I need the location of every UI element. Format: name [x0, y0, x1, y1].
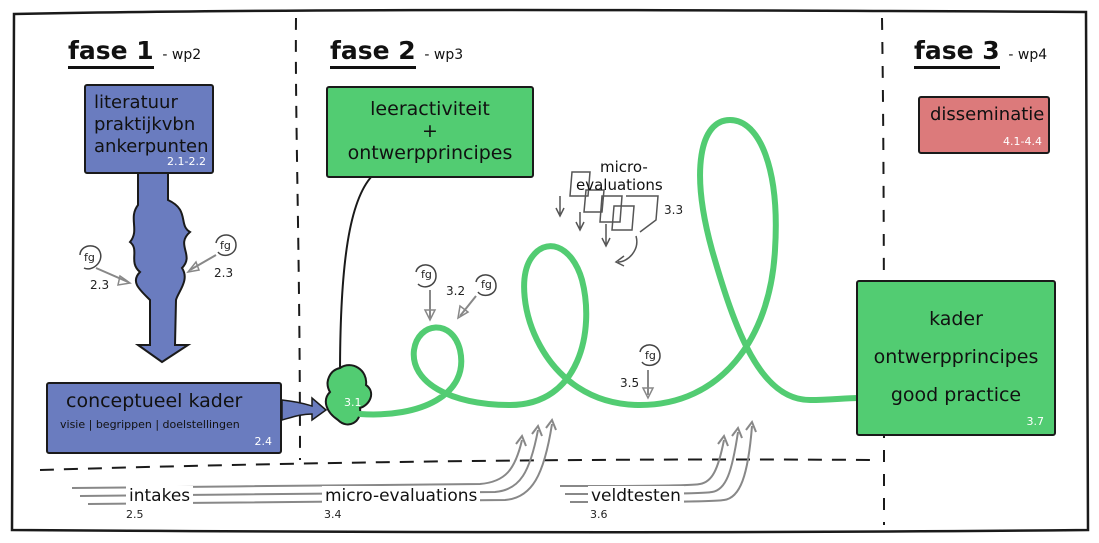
phase-3-heading: fase 3 - wp4	[914, 36, 1048, 69]
research-arrow	[128, 169, 192, 364]
framework-result-box: kader ontwerpprincipes good practice 3.7	[856, 280, 1056, 436]
literature-line-3: ankerpunten	[94, 136, 209, 157]
timeline-veldtesten-label: veldtesten	[588, 486, 684, 506]
conceptual-framework-subtitle: visie | begrippen | doelstellingen	[60, 418, 240, 431]
micro-evaluations-line-2: evaluations	[576, 176, 663, 194]
timeline-divider	[39, 458, 876, 471]
framework-result-line-2: ontwerpprincipes	[873, 346, 1039, 368]
focus-group-icon	[79, 245, 132, 286]
timeline-micro-evaluations-number: 3.4	[324, 508, 342, 521]
phase-divider-2	[881, 17, 885, 526]
micro-evaluations-cluster	[555, 171, 659, 267]
phase-divider-1	[294, 17, 301, 461]
dissemination-number: 4.1-4.4	[1003, 135, 1042, 148]
phase-2-title: fase 2	[330, 36, 416, 69]
learning-activity-box: leeractiviteit + ontwerpprincipes	[326, 86, 534, 178]
learning-activity-line-3: ontwerpprincipes	[347, 142, 513, 164]
timeline-veldtesten-number: 3.6	[590, 508, 608, 521]
framework-result-number: 3.7	[1026, 415, 1045, 428]
framework-result-line-1: kader	[929, 308, 983, 330]
learning-activity-line-1: leeractiviteit	[370, 98, 490, 120]
phase-2-heading: fase 2 - wp3	[330, 36, 464, 69]
micro-evaluations-cluster-number: 3.3	[664, 203, 684, 217]
micro-evaluations-line-1: micro-	[600, 158, 648, 176]
focus-group-icon	[415, 264, 437, 322]
connector-line	[339, 175, 373, 376]
blob-number: 3.1	[344, 396, 362, 409]
conceptual-framework-box: conceptueel kader visie | begrippen | do…	[46, 382, 282, 454]
focus-group-label: fg	[645, 349, 656, 362]
conceptual-framework-title: conceptueel kader	[66, 390, 243, 412]
dissemination-box: disseminatie 4.1-4.4	[918, 96, 1050, 154]
focus-group-number: 2.3	[214, 266, 234, 280]
start-blob	[324, 364, 373, 426]
focus-group-icon	[456, 274, 497, 320]
focus-group-number: 3.2	[446, 284, 466, 298]
focus-group-icon	[186, 234, 237, 274]
phase-1-wp: - wp2	[162, 47, 202, 63]
phase-1-heading: fase 1 - wp2	[68, 36, 202, 69]
phase-1-title: fase 1	[68, 36, 154, 69]
timeline-intakes-number: 2.5	[126, 508, 144, 521]
focus-group-label: fg	[84, 251, 95, 264]
phase-3-wp: - wp4	[1008, 47, 1048, 63]
dissemination-title: disseminatie	[930, 104, 1045, 125]
timeline-micro-evaluations-label: micro-evaluations	[322, 486, 481, 506]
focus-group-number: 2.3	[90, 278, 110, 292]
focus-group-label: fg	[220, 239, 231, 252]
micro-evaluations-cluster-label: micro- evaluations	[576, 158, 663, 194]
focus-group-icon	[639, 344, 661, 400]
literature-number: 2.1-2.2	[167, 155, 206, 168]
focus-group-label: fg	[421, 268, 432, 281]
literature-box: literatuur praktijkvbn ankerpunten 2.1-2…	[84, 84, 214, 174]
phase-2-wp: - wp3	[424, 47, 464, 63]
iteration-loops	[357, 116, 861, 418]
focus-group-label: fg	[481, 278, 492, 291]
focus-group-number: 3.5	[620, 376, 640, 390]
kader-to-blob-arrow	[281, 396, 328, 422]
outer-frame	[10, 8, 1090, 534]
literature-line-1: literatuur	[94, 92, 178, 113]
literature-line-2: praktijkvbn	[94, 114, 196, 135]
timeline-intakes-label: intakes	[126, 486, 194, 506]
framework-result-line-3: good practice	[890, 384, 1022, 406]
learning-activity-line-2: +	[422, 120, 438, 142]
conceptual-framework-number: 2.4	[254, 435, 273, 448]
phase-3-title: fase 3	[914, 36, 1000, 69]
